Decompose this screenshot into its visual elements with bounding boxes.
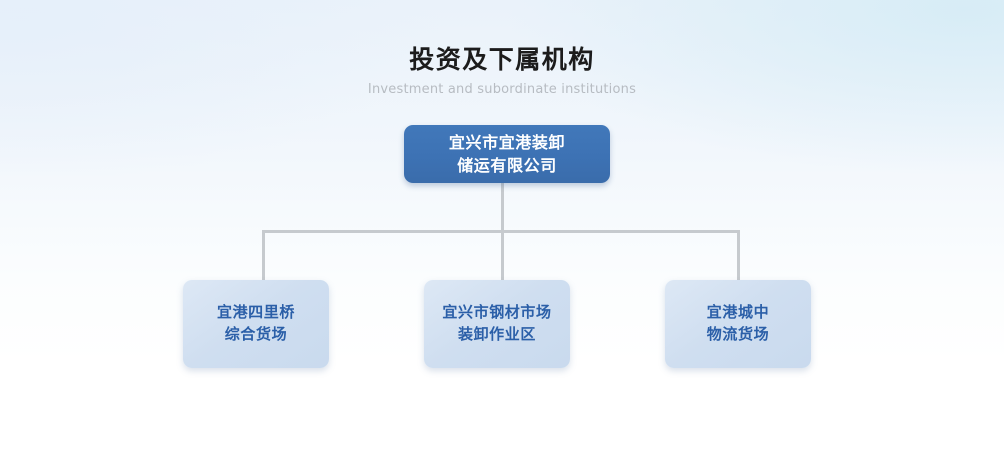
- page-subtitle: Investment and subordinate institutions: [367, 81, 637, 97]
- org-node-root-label: 宜兴市宜港装卸储运有限公司: [449, 131, 565, 177]
- org-node-child-2-label: 宜兴市钢材市场装卸作业区: [442, 302, 551, 346]
- org-node-root[interactable]: 宜兴市宜港装卸储运有限公司: [404, 125, 610, 183]
- org-node-child-3[interactable]: 宜港城中物流货场: [665, 280, 811, 368]
- connector-horizontal-bus: [262, 230, 740, 233]
- org-node-child-1-label: 宜港四里桥综合货场: [217, 302, 295, 346]
- org-node-child-3-label: 宜港城中物流货场: [707, 302, 769, 346]
- org-node-root-line2: 储运有限公司: [457, 156, 557, 175]
- page-title: 投资及下属机构: [409, 45, 595, 74]
- org-node-child-3-line2: 物流货场: [706, 325, 770, 343]
- org-node-child-3-line1: 宜港城中: [706, 303, 770, 322]
- org-node-child-1[interactable]: 宜港四里桥综合货场: [183, 280, 329, 368]
- org-node-child-2-line2: 装卸作业区: [457, 325, 536, 343]
- chart-header: 投资及下属机构 Investment and subordinate insti…: [0, 0, 1004, 97]
- org-node-child-1-line1: 宜港四里桥: [216, 303, 295, 322]
- org-node-root-line1: 宜兴市宜港装卸: [448, 132, 566, 152]
- connector-drop-left: [262, 230, 265, 281]
- org-node-child-1-line2: 综合货场: [224, 325, 288, 343]
- org-node-child-2-line1: 宜兴市钢材市场: [442, 303, 552, 322]
- connector-drop-right: [737, 230, 740, 281]
- org-node-child-2[interactable]: 宜兴市钢材市场装卸作业区: [424, 280, 570, 368]
